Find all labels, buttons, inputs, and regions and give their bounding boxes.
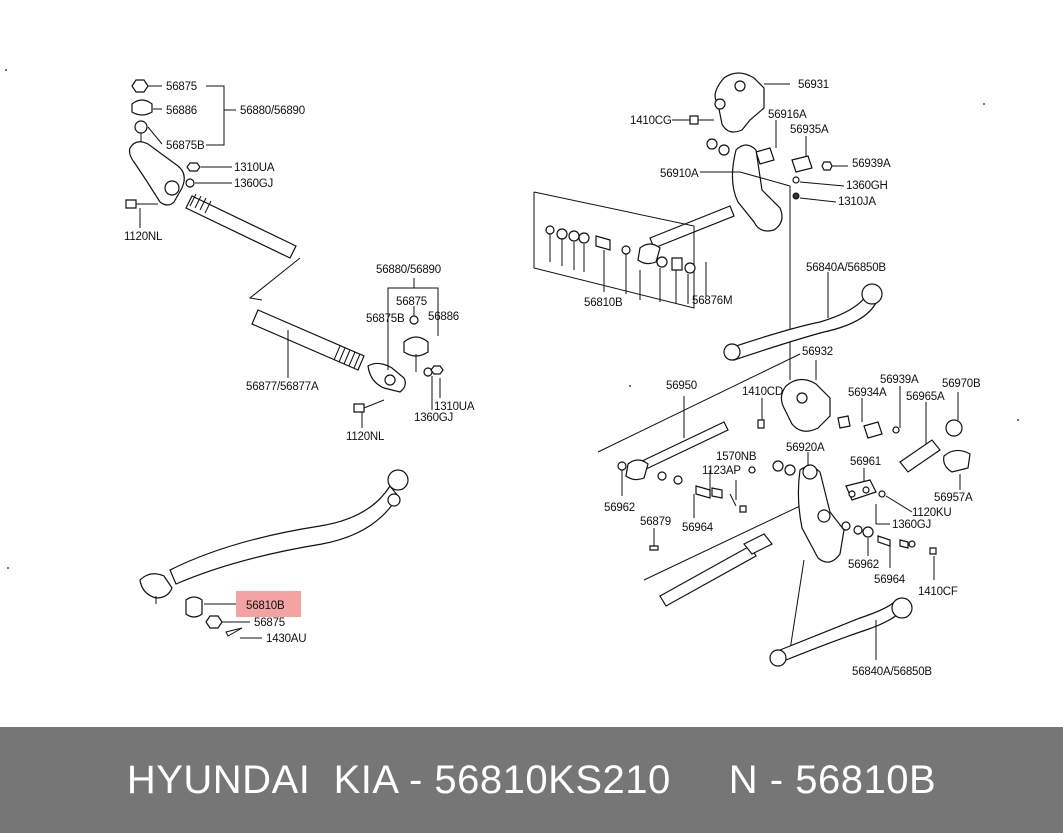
label-56877-56877a: 56877/56877A xyxy=(246,381,319,393)
label-56920a: 56920A xyxy=(786,442,825,454)
lower-right-pitman-assembly xyxy=(597,353,971,667)
label-56964-right: 56964 xyxy=(874,574,906,586)
label-56916a: 56916A xyxy=(768,109,807,121)
label-56939a-top: 56939A xyxy=(852,158,891,170)
label-56962-right: 56962 xyxy=(848,559,879,571)
middle-left-tie-rod-assembly xyxy=(251,278,444,428)
label-1410cf: 1410CF xyxy=(918,586,958,598)
label-56932: 56932 xyxy=(802,346,833,358)
label-56957a: 56957A xyxy=(934,492,973,504)
label-1120nl-top: 1120NL xyxy=(124,231,163,243)
label-56935a: 56935A xyxy=(790,124,829,136)
part-number-footer: HYUNDAI KIA - 56810KS210 N - 56810B xyxy=(0,727,1063,833)
label-56875-mid: 56875 xyxy=(396,296,427,308)
label-56810b-highlighted: 56810B xyxy=(246,600,285,612)
label-56840a-56850b-top: 56840A/56850B xyxy=(806,262,886,274)
label-56964-left: 56964 xyxy=(682,522,714,534)
label-56934a: 56934A xyxy=(848,387,887,399)
label-56810b-right: 56810B xyxy=(584,297,623,309)
label-56840a-56850b-low: 56840A/56850B xyxy=(852,666,932,678)
label-1310ua-top: 1310UA xyxy=(234,162,275,174)
upper-right-idler-arm-assembly xyxy=(533,72,883,380)
label-1410cg: 1410CG xyxy=(630,115,672,127)
label-56875-low: 56875 xyxy=(254,617,285,629)
label-56931: 56931 xyxy=(798,79,829,91)
label-56962-left: 56962 xyxy=(604,502,635,514)
label-56886-top: 56886 xyxy=(166,105,197,117)
label-1120ku: 1120KU xyxy=(912,507,952,519)
label-1360gh: 1360GH xyxy=(846,180,888,192)
label-56876m: 56876M xyxy=(692,295,732,307)
label-1410cd: 1410CD xyxy=(742,386,783,398)
label-56886-mid: 56886 xyxy=(428,311,459,323)
footer-part-number-text: HYUNDAI KIA - 56810KS210 N - 56810B xyxy=(126,757,937,802)
upper-left-tie-rod-assembly xyxy=(125,79,301,301)
part-highlight xyxy=(236,591,301,617)
label-1120nl-mid: 1120NL xyxy=(346,431,385,443)
label-56939a-low: 56939A xyxy=(880,374,919,386)
label-56880-56890-top: 56880/56890 xyxy=(240,105,305,117)
label-56961: 56961 xyxy=(850,456,881,468)
label-1123ap: 1123AP xyxy=(702,465,741,477)
label-1310ja: 1310JA xyxy=(838,196,876,208)
label-56875b-top: 56875B xyxy=(166,140,205,152)
label-1310ua-mid: 1310UA xyxy=(434,401,475,413)
label-56965a: 56965A xyxy=(906,391,945,403)
label-56880-56890-mid: 56880/56890 xyxy=(376,264,441,276)
label-56910a: 56910A xyxy=(660,168,699,180)
label-56970b: 56970B xyxy=(942,378,981,390)
lower-left-relay-rod xyxy=(139,469,409,639)
label-56875b-mid: 56875B xyxy=(366,313,405,325)
label-56875-top: 56875 xyxy=(166,81,197,93)
label-56879: 56879 xyxy=(640,516,671,528)
label-56950: 56950 xyxy=(666,380,697,392)
label-1360gj-top: 1360GJ xyxy=(234,178,273,190)
exploded-view-drawing: 56875 56886 56880/56890 56875B 1310UA 13… xyxy=(5,69,1019,678)
label-1360gj-mid: 1360GJ xyxy=(414,412,453,424)
label-1360gj-low: 1360GJ xyxy=(892,519,931,531)
label-1430au: 1430AU xyxy=(266,633,306,645)
parts-diagram: 56875 56886 56880/56890 56875B 1310UA 13… xyxy=(5,69,1019,678)
label-1570nb: 1570NB xyxy=(716,451,757,463)
part-number-labels: 56875 56886 56880/56890 56875B 1310UA 13… xyxy=(124,79,981,678)
